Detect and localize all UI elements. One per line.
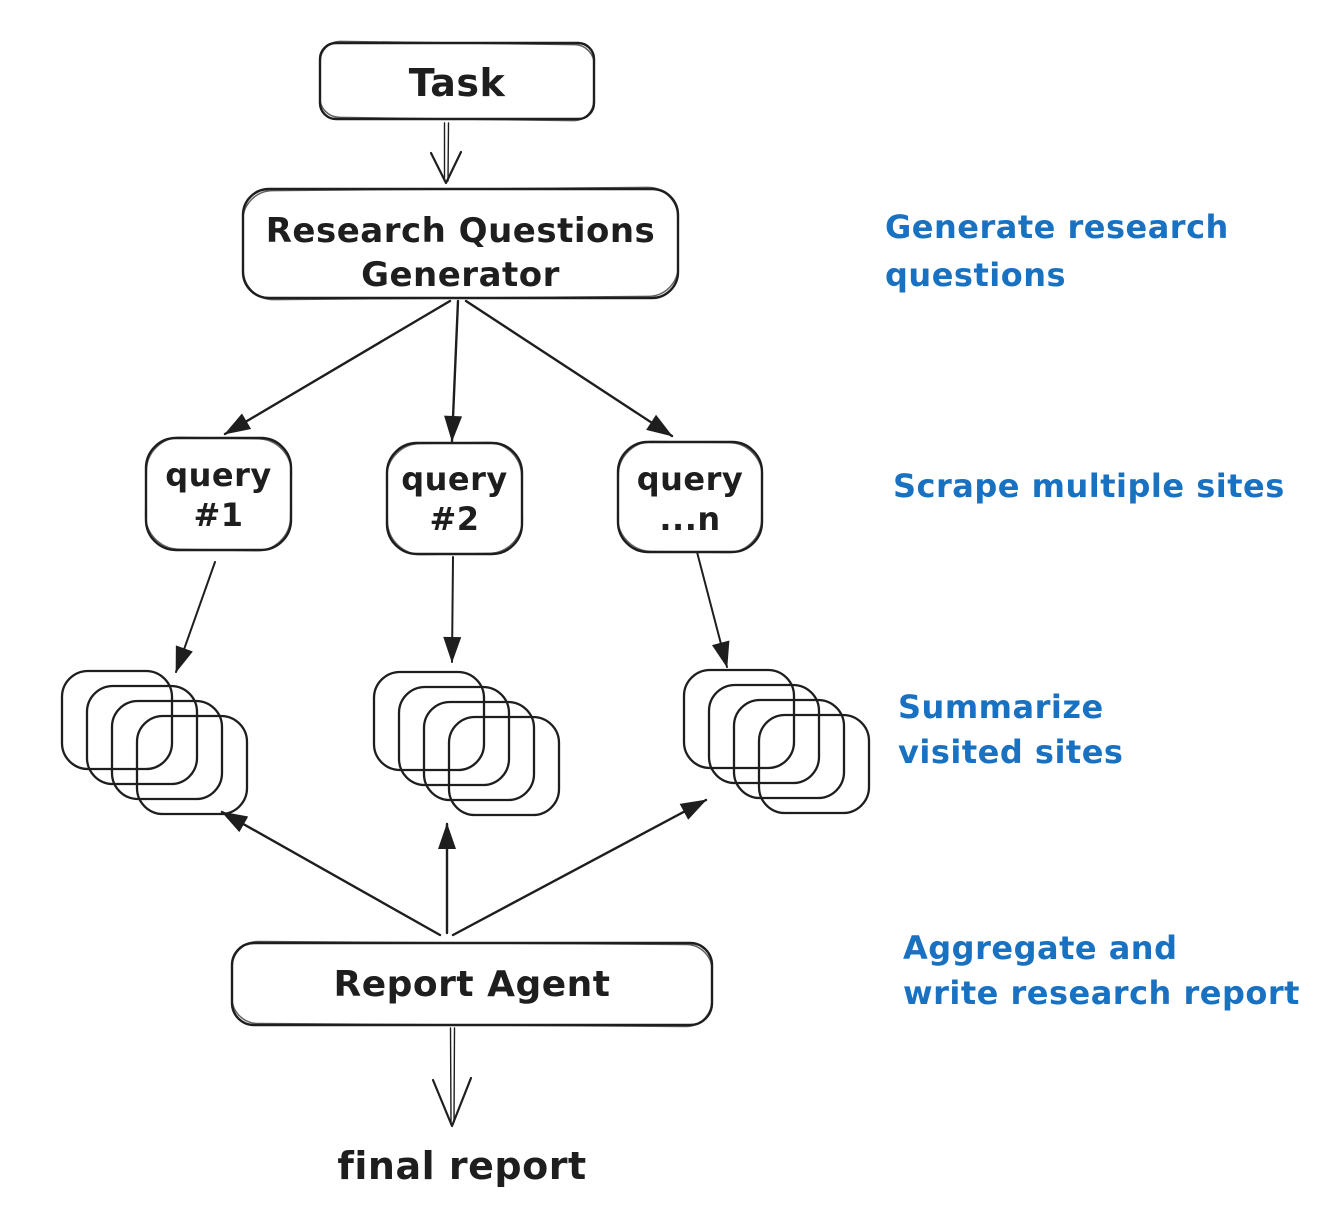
- arrow-queryn-to-docs: [696, 551, 730, 668]
- doc-card: [682, 668, 796, 770]
- generator-node-label: Research Questions Generator: [243, 209, 678, 297]
- annotation-summarize-sites: Summarize visited sites: [898, 685, 1123, 775]
- query1-label-line: query: [165, 456, 272, 494]
- queryn-label-line: ...n: [659, 500, 721, 538]
- doc-card: [85, 684, 199, 786]
- report-agent-node-label: Report Agent: [333, 964, 611, 1005]
- query1-label-line: #1: [193, 496, 244, 534]
- doc-card: [110, 699, 224, 801]
- doc-card: [372, 670, 486, 772]
- doc-card: [397, 685, 511, 787]
- task-node-label: Task: [408, 61, 506, 105]
- doc-card: [422, 700, 536, 802]
- generator-label-line: Generator: [361, 255, 560, 296]
- arrow-generator-to-query1: [223, 299, 452, 436]
- doc-card: [447, 715, 561, 817]
- arrow-generator-to-query2: [444, 299, 463, 443]
- arrow-query1-to-docs: [175, 561, 216, 673]
- queryn-label-line: query: [636, 460, 744, 498]
- annotation-line: Summarize: [898, 688, 1104, 726]
- annotation-line: Generate research: [885, 208, 1229, 246]
- doc-stack-1: [60, 669, 249, 816]
- arrow-report-to-docs3: [451, 798, 708, 937]
- query2-node-label: query #2: [387, 459, 522, 539]
- query1-node-box: [144, 436, 293, 552]
- annotation-line: Scrape multiple sites: [893, 467, 1285, 505]
- generator-node-box: [241, 186, 680, 301]
- final-report-label: final report: [337, 1144, 587, 1188]
- annotation-line: questions: [885, 256, 1067, 294]
- arrow-report-to-final-report: [431, 1027, 473, 1128]
- doc-card: [707, 683, 821, 785]
- query2-label-line: #2: [429, 500, 480, 538]
- queryn-node-label: query ...n: [618, 459, 762, 539]
- arrow-task-to-generator: [429, 122, 463, 185]
- annotation-line: Aggregate and: [903, 929, 1178, 967]
- arrow-report-to-docs1: [220, 810, 442, 937]
- doc-stack-3: [682, 668, 871, 815]
- annotation-line: visited sites: [898, 732, 1124, 771]
- annotation-generate-questions: Generate research questions: [885, 203, 1229, 299]
- queryn-node-box: [616, 440, 764, 554]
- annotation-scrape-sites: Scrape multiple sites: [893, 462, 1285, 510]
- generator-label-line: Research Questions: [265, 211, 656, 251]
- query2-label-line: query: [401, 460, 508, 498]
- arrow-query2-to-docs: [443, 556, 462, 663]
- query2-node-box: [385, 441, 524, 556]
- annotation-line: write research report: [903, 973, 1300, 1012]
- doc-card: [135, 714, 249, 816]
- doc-card: [60, 669, 174, 771]
- doc-card: [732, 698, 846, 800]
- query1-node-label: query #1: [146, 455, 291, 535]
- task-node-box: [318, 40, 596, 122]
- annotation-aggregate-report: Aggregate and write research report: [903, 926, 1300, 1016]
- doc-card: [757, 713, 871, 815]
- doc-stack-2: [372, 670, 561, 817]
- arrow-generator-to-queryn: [464, 299, 674, 438]
- report-agent-node-box: [230, 940, 714, 1028]
